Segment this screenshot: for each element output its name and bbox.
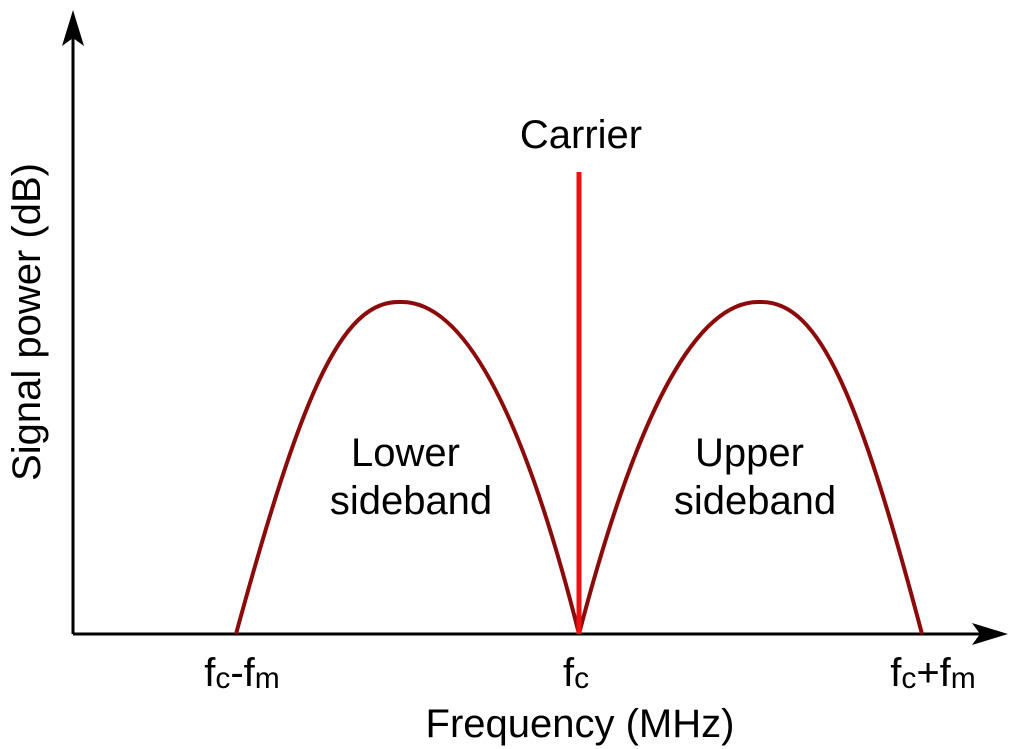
y-axis-label: Signal power (dB) xyxy=(5,163,49,481)
tick-right-sub1: c xyxy=(901,662,916,695)
tick-label-lower-edge: fc-fm xyxy=(204,651,280,695)
tick-left-op: - xyxy=(230,651,243,695)
tick-right-op: + xyxy=(916,651,939,695)
lower-sideband-curve xyxy=(234,299,581,635)
tick-label-upper-edge: fc+fm xyxy=(890,651,976,695)
tick-right-sub2: m xyxy=(951,662,976,695)
tick-left-sub1: c xyxy=(215,662,230,695)
carrier-label: Carrier xyxy=(520,113,642,157)
x-axis-label: Frequency (MHz) xyxy=(426,702,735,746)
tick-center-sub1: c xyxy=(574,662,589,695)
tick-center-base: f xyxy=(563,651,575,695)
lower-sideband-label: Lower sideband xyxy=(330,431,492,523)
tick-label-carrier: fc xyxy=(563,651,589,695)
upper-sideband-label: Upper sideband xyxy=(674,431,836,523)
tick-right-base: f xyxy=(890,651,902,695)
tick-left-base2: f xyxy=(244,651,256,695)
y-axis-arrowhead xyxy=(62,10,84,46)
x-axis-arrowhead xyxy=(972,623,1008,645)
upper-sideband-line1: Upper xyxy=(695,431,804,475)
upper-sideband-line2: sideband xyxy=(674,479,836,523)
lower-sideband-line2: sideband xyxy=(330,479,492,523)
tick-left-sub2: m xyxy=(255,662,280,695)
tick-left-base: f xyxy=(204,651,216,695)
lower-sideband-line1: Lower xyxy=(351,431,460,475)
upper-sideband-curve xyxy=(577,299,924,635)
tick-right-base2: f xyxy=(940,651,952,695)
